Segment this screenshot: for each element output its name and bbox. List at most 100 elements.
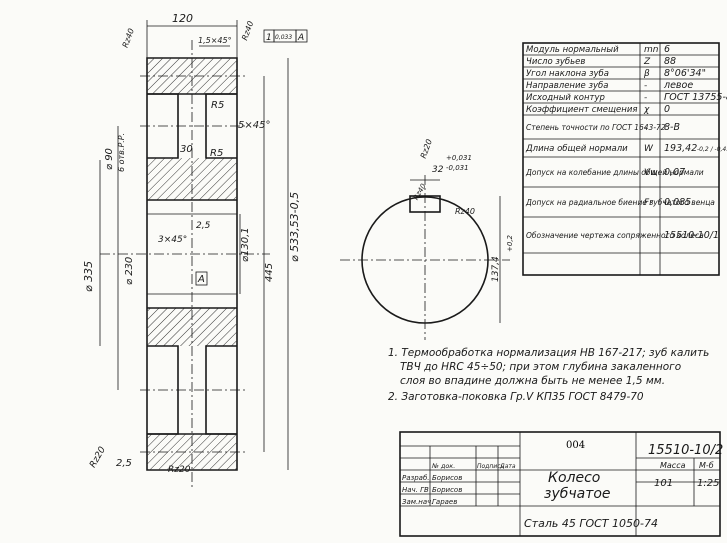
role-2: Нач. ГВ [402,486,429,494]
param-row: Число зубьев Z 88 [523,56,719,68]
param-symbol: mn [644,45,659,55]
material: Сталь 45 ГОСТ 1050-74 [524,517,658,530]
role-1-name: Борисов [432,474,462,482]
param-symbol: β [643,69,650,79]
note-line-2: ТВЧ до HRC 45÷50; при этом глубина закал… [400,361,681,373]
scale-label: М-б [699,461,714,470]
part-name-2: зубчатое [544,486,611,502]
param-value: левое [663,80,693,91]
head-label-sign: Подпись [477,463,504,470]
param-symbol: - [644,123,647,133]
dim-hub-width: 30 [180,144,193,155]
param-value: 193,42 [664,143,697,154]
rough-bottom-left: Rz20 [88,445,108,470]
note-line-3: слоя во впадине должна быть не менее 1,5… [400,375,665,387]
param-name: Коэффициент смещения [526,105,637,115]
param-symbol: χ [643,105,650,115]
key-tol-dn: -0,031 [446,164,469,172]
param-value: 8-В [664,122,680,133]
param-value: 8°06'34" [664,68,706,79]
dim-dia-left-sub: 6 отв.Р.Р. [117,133,126,172]
rough-bottom-right: Rz20 [168,465,191,475]
param-symbol: - [644,93,647,103]
param-name: Допуск на колебание длины общей нормали [525,168,704,177]
key-rough-side: Rz40 [412,182,428,202]
dim-445: 445 [264,263,275,282]
tol-frame-num: 1 [266,33,272,43]
param-name: Направление зуба [526,81,608,91]
gear-dimensions: 120 1,5×45° Rz40 Rz40 1 0,033 A R5 5×45°… [82,12,308,475]
param-row: Допуск на колебание длины общей нормалиV… [523,167,719,188]
mass-value: 101 [654,478,673,489]
keyway-view: 32 +0,031 -0,031 Rz20 Rz40 Rz40 137,4 +0… [340,138,514,340]
dim-chamfer-right: 5×45° [238,120,270,131]
param-row: Допуск на радиальное биение зубчатого ве… [523,197,719,218]
param-row: Степень точности по ГОСТ 1643-72- 8-В [523,122,719,140]
role-2-name: Борисов [432,486,462,494]
param-symbol: W [644,144,654,154]
param-name: Длина общей нормали [525,144,628,154]
dim-dia-335: ⌀ 335 [82,261,95,292]
dim-width-top: 120 [172,12,193,25]
gear-section-view [100,40,270,490]
head-label-date: Дата [499,463,516,470]
param-name: Исходный контур [526,93,605,103]
dim-dia-230: ⌀ 230 [124,257,135,285]
dim-r5-top: R5 [211,100,224,111]
dim-chamfer-bore: 3×45° [158,235,187,245]
head-label-doc: № док. [431,462,455,470]
technical-notes: 1. Термообработка нормализация НВ 167-21… [388,347,709,403]
param-tolerance: -0,2 / -0,45 [697,146,727,153]
key-width: 32 [432,165,444,175]
note-line-1: 1. Термообработка нормализация НВ 167-21… [388,347,709,359]
sheet-code: 004 [566,440,585,451]
dim-dia-130: ⌀130,1 [240,227,251,262]
param-row: Угол наклона зуба β 8°06'34" [523,68,719,80]
param-row: Исходный контур-ГОСТ 13755-81 [523,92,727,104]
rough-bottom-mid: 2,5 [116,458,132,469]
param-name: Модуль нормальный [526,45,619,55]
rough-right-top: Rz40 [240,20,255,42]
rough-left-top: Rz40 [121,27,136,49]
dim-r5-mid: R5 [210,148,223,159]
param-symbol: Vw [644,168,658,178]
param-row: Обозначение чертежа сопряженного колеса1… [523,230,719,254]
param-name: Число зубьев [526,57,585,67]
tol-frame-ref: A [297,33,304,43]
dim-dia-outer: ⌀ 533,53-0,5 [288,192,301,262]
role-3-name: Гараев [432,498,457,506]
part-name-1: Колесо [548,470,600,486]
param-row: Модуль нормальный mn 6 [523,44,719,56]
tol-frame-val: 0,033 [275,34,292,41]
param-value: 0,085 [664,197,691,208]
doc-code: 15510-10/2 [648,443,723,458]
param-name: Обозначение чертежа сопряженного колеса [526,231,704,240]
param-value: 0,07 [664,167,685,178]
datum-a: A [197,274,205,285]
param-symbol: Z [643,57,651,67]
param-name: Допуск на радиальное биение зубчатого ве… [525,198,715,207]
param-value: 88 [664,56,676,67]
scale-value: 1:25 [697,478,719,489]
dim-dia-left: ⌀ 90 [104,148,115,170]
key-rough-top: Rz20 [419,138,434,160]
param-row: Направление зуба-левое [523,80,719,92]
mass-label: Масса [660,461,686,470]
parameters-table [522,42,720,276]
param-name: Степень точности по ГОСТ 1643-72 [526,123,666,132]
param-value: 6 [664,44,670,55]
key-rough-right: Rz40 [455,207,475,216]
key-depth-tol: +0,2 [506,234,514,252]
dim-chamfer-top: 1,5×45° [198,36,232,45]
param-value: 15510-10/1 [664,230,719,241]
param-row: Длина общей нормали W 193,42-0,2 / -0,45 [523,143,727,158]
title-block: 004 15510-10/2 № док. Подпись Дата Разра… [399,431,723,537]
role-3: Зам.нач. [402,498,434,506]
param-name: Угол наклона зуба [526,69,609,79]
key-tol-up: +0,031 [446,154,472,162]
note-line-4: 2. Заготовка-поковка Гр.V КП35 ГОСТ 8479… [388,391,644,403]
param-symbol: Fr [644,198,654,208]
